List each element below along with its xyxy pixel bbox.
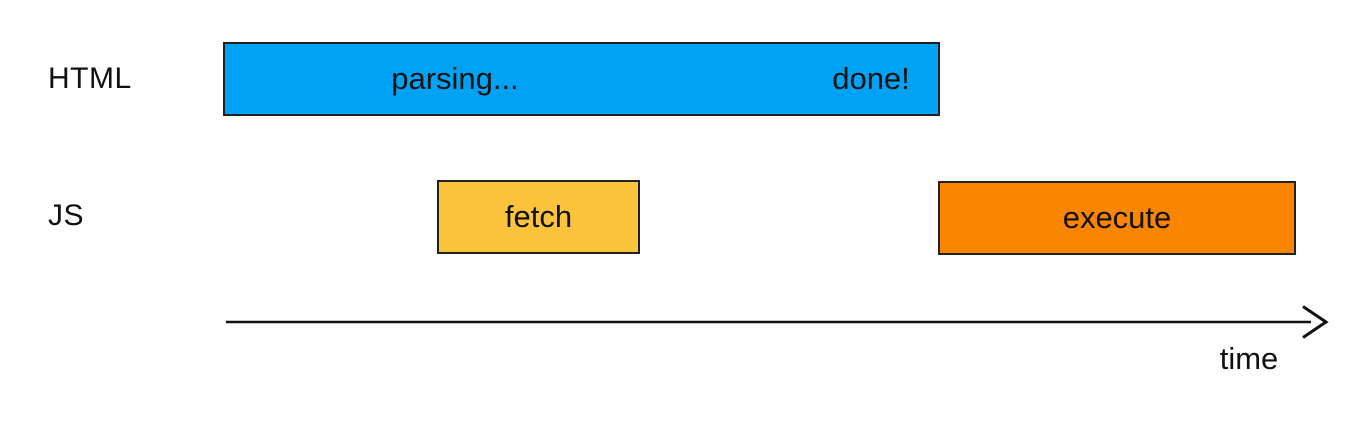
fetch-bar: fetch — [437, 180, 640, 254]
fetch-bar-label: fetch — [504, 199, 573, 234]
parsing-bar-label-start: parsing... — [391, 61, 519, 96]
parsing-bar-label-end: done! — [832, 61, 910, 96]
execute-bar: execute — [938, 181, 1296, 255]
row-label-js: JS — [48, 199, 85, 232]
row-label-html: HTML — [48, 62, 132, 95]
time-axis-label: time — [1219, 341, 1279, 376]
parsing-bar: parsing... done! — [223, 42, 940, 116]
execute-bar-label: execute — [1062, 200, 1172, 235]
arrowhead-icon — [1302, 305, 1329, 339]
